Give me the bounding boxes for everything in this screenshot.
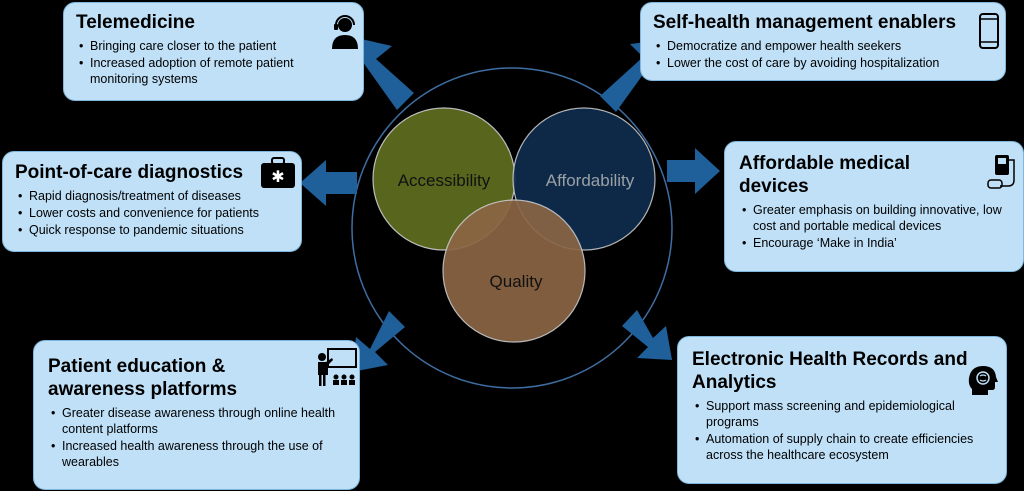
telemedicine-bullet-1: Bringing care closer to the patient bbox=[79, 38, 351, 54]
devices-bullet-1: Greater emphasis on building innovative,… bbox=[742, 202, 1009, 234]
outer-ring bbox=[351, 67, 673, 389]
poc-bullet-2: Lower costs and convenience for patients bbox=[18, 205, 289, 221]
arrow-to-devices bbox=[667, 148, 720, 194]
devices-bullet-2: Encourage ‘Make in India’ bbox=[742, 235, 1009, 251]
ehr-box: Electronic Health Records and Analytics … bbox=[677, 336, 1007, 484]
education-box: Patient education & awareness platforms … bbox=[33, 340, 360, 490]
self-health-box: Self-health management enablers Democrat… bbox=[640, 2, 1006, 81]
telemedicine-box: Telemedicine Bringing care closer to the… bbox=[63, 2, 364, 101]
poc-title: Point-of-care diagnostics bbox=[15, 162, 244, 183]
telemedicine-title: Telemedicine bbox=[76, 12, 195, 33]
accessibility-label: Accessibility bbox=[398, 171, 491, 190]
education-title: Patient education & awareness platforms bbox=[48, 356, 238, 400]
education-bullet-1: Greater disease awareness through online… bbox=[51, 405, 345, 437]
medical-device-icon bbox=[987, 155, 1015, 189]
devices-title: Affordable medical devices bbox=[739, 153, 911, 197]
quality-label: Quality bbox=[490, 272, 543, 291]
self-health-bullet-1: Democratize and empower health seekers bbox=[656, 38, 993, 54]
medical-kit-icon: ✱ bbox=[261, 157, 295, 188]
smartphone-icon bbox=[979, 13, 999, 49]
poc-box: Point-of-care diagnostics Rapid diagnosi… bbox=[2, 151, 302, 252]
svg-text:✱: ✱ bbox=[271, 167, 284, 186]
arrow-to-ehr bbox=[622, 310, 672, 360]
arrow-to-poc bbox=[300, 160, 357, 206]
devices-box: Affordable medical devices Greater empha… bbox=[724, 141, 1024, 272]
education-bullet-2: Increased health awareness through the u… bbox=[51, 438, 345, 470]
ehr-bullet-1: Support mass screening and epidemiologic… bbox=[695, 398, 992, 430]
ehr-title: Electronic Health Records and Analytics bbox=[692, 349, 968, 393]
poc-bullet-3: Quick response to pandemic situations bbox=[18, 222, 289, 238]
ehr-bullet-2: Automation of supply chain to create eff… bbox=[695, 431, 992, 463]
headset-person-icon bbox=[332, 15, 358, 49]
arrow-to-education bbox=[352, 311, 405, 372]
brain-head-icon bbox=[968, 366, 998, 395]
affordability-label: Affordability bbox=[546, 171, 635, 190]
classroom-presenter-icon bbox=[318, 348, 357, 386]
self-health-bullet-2: Lower the cost of care by avoiding hospi… bbox=[656, 55, 993, 71]
telemedicine-bullet-2: Increased adoption of remote patient mon… bbox=[79, 55, 351, 87]
quality-circle bbox=[442, 199, 586, 343]
poc-bullet-1: Rapid diagnosis/treatment of diseases bbox=[18, 188, 289, 204]
self-health-title: Self-health management enablers bbox=[653, 12, 957, 33]
